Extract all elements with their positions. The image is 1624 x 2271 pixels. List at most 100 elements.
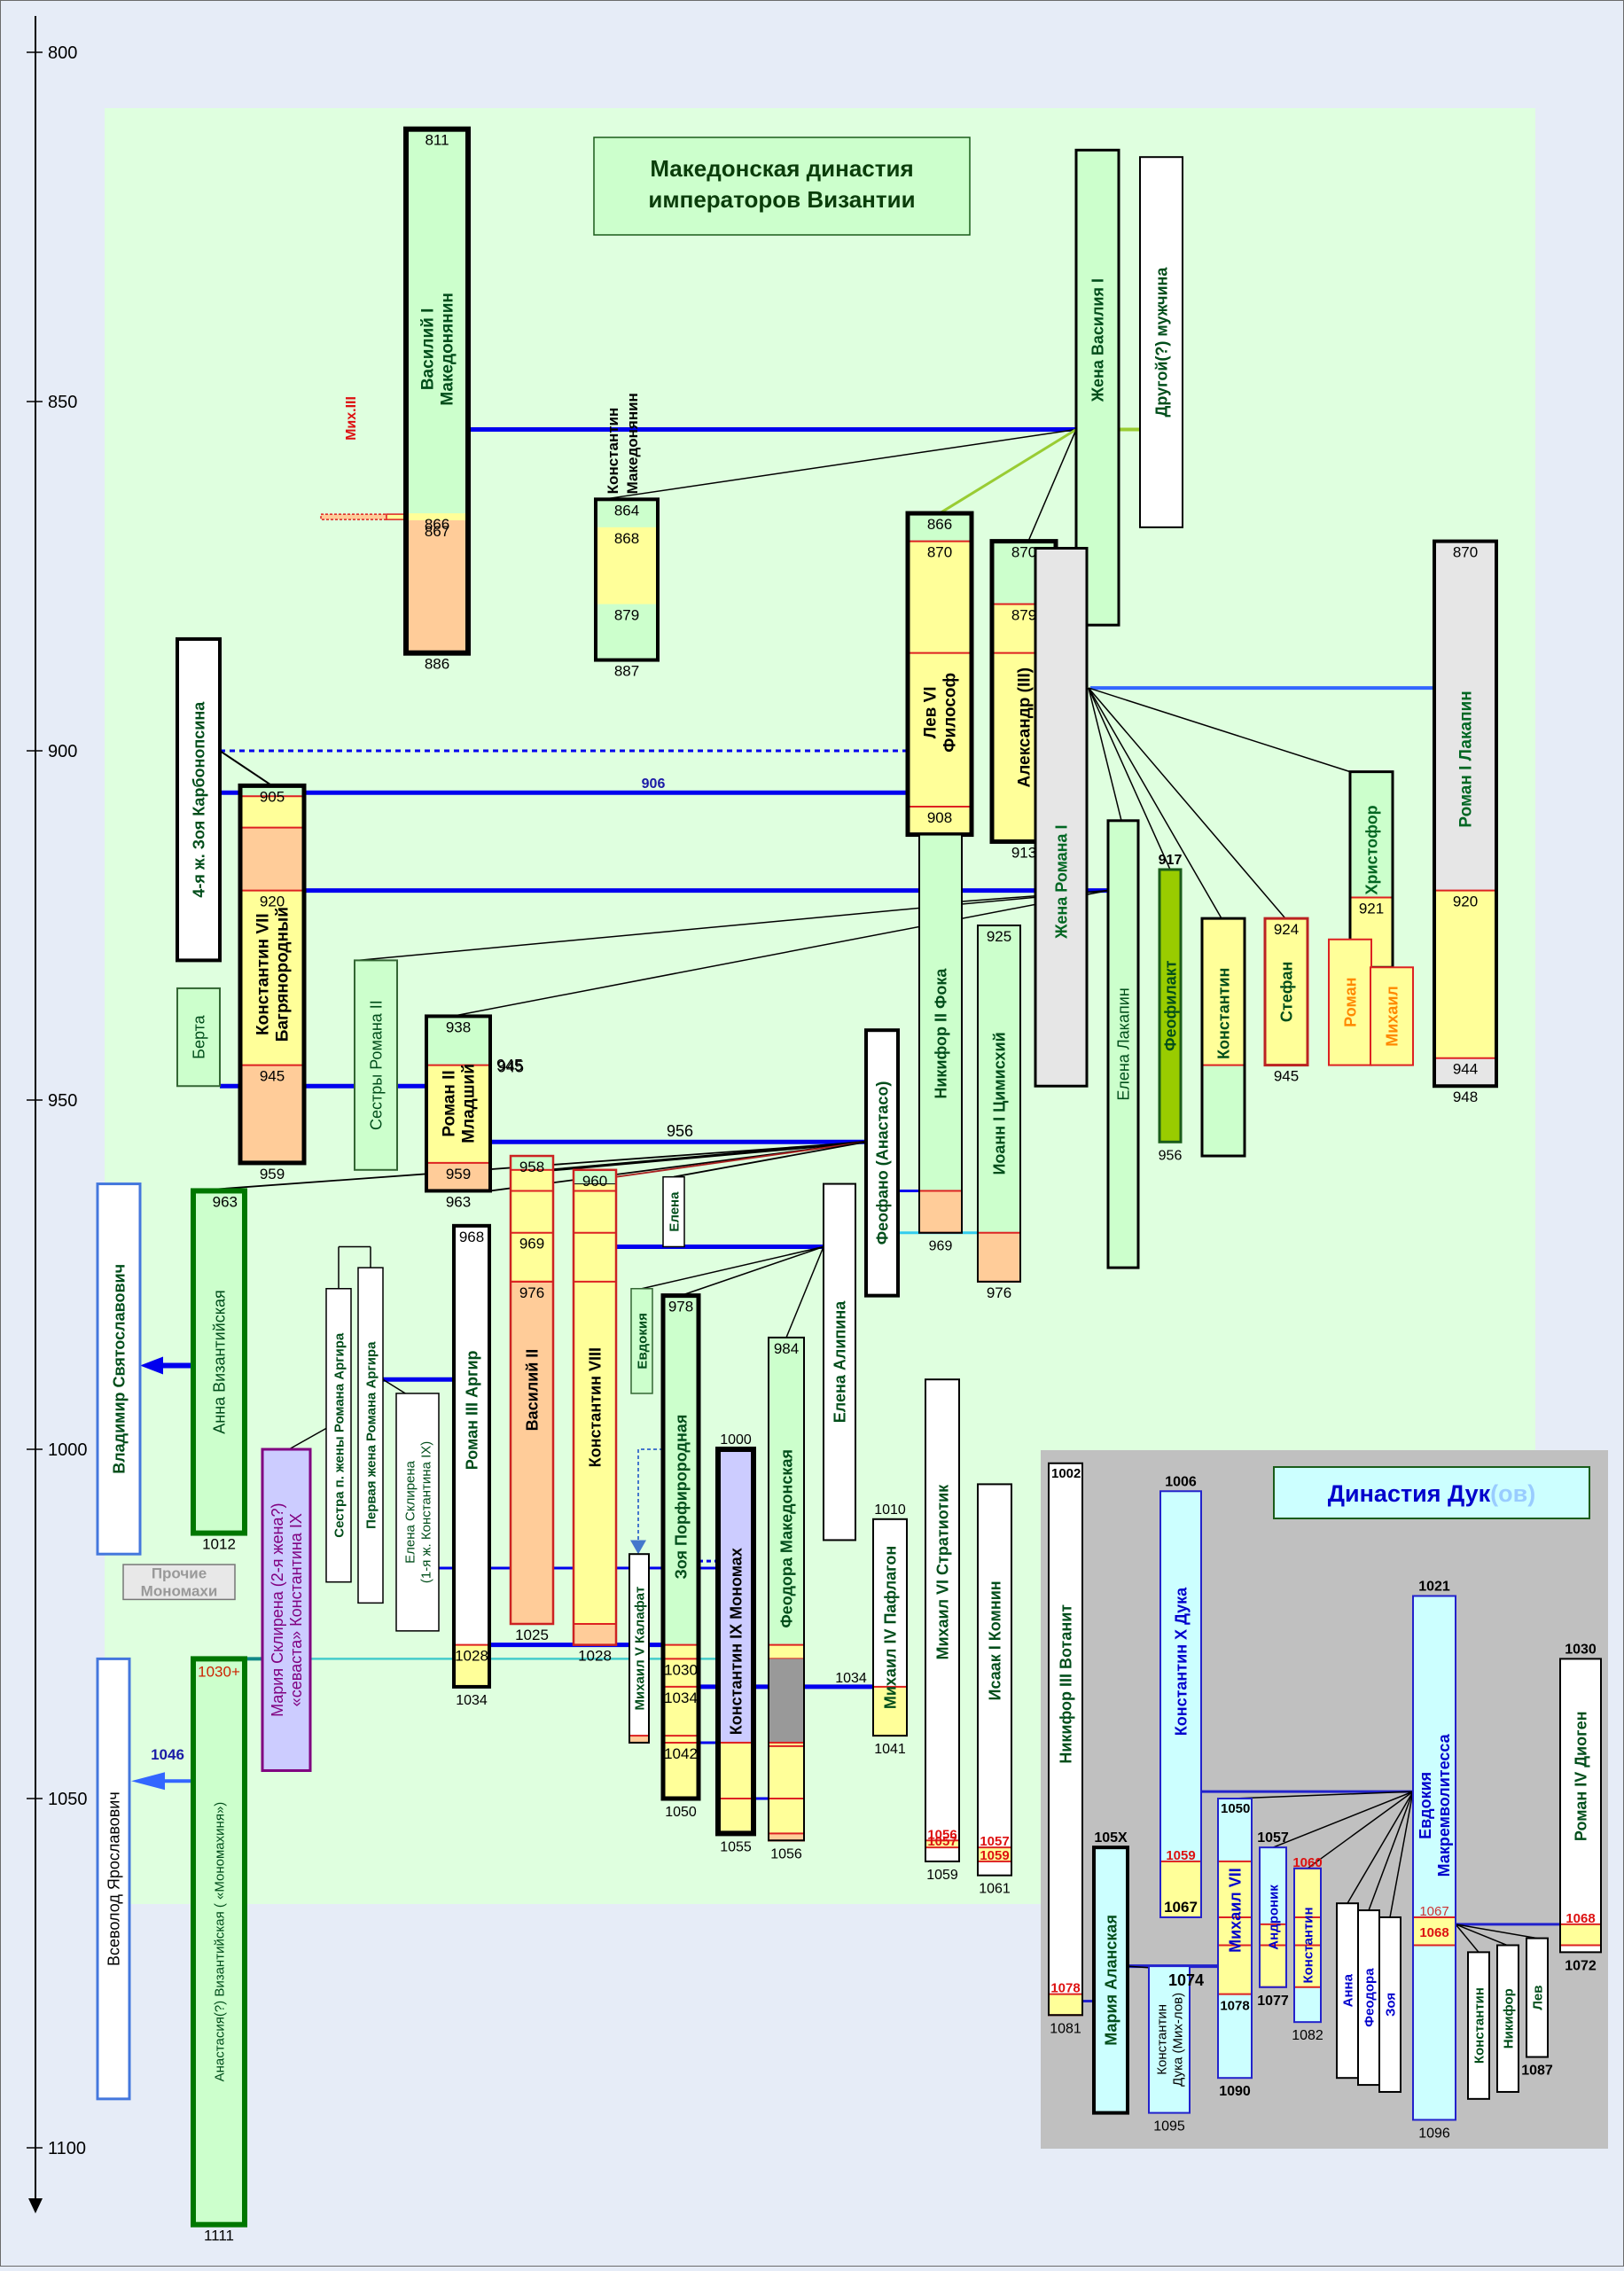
person-name: Феофано (Анастасо)	[873, 1081, 891, 1245]
person-name: Роман II	[441, 1070, 459, 1136]
year-label: 1057	[927, 1834, 956, 1849]
year-label: 1002	[1051, 1466, 1081, 1481]
reign-segment	[769, 1658, 804, 1743]
person-box-border	[1092, 1846, 1129, 2115]
person-name: Первая жена Романа Аргира	[363, 1341, 379, 1529]
person-box-fill	[1049, 1463, 1082, 2016]
person-konst_l: Константин	[1200, 917, 1246, 1158]
reign-segment	[908, 807, 972, 835]
relation-line	[357, 889, 1109, 962]
person-box-border	[629, 1553, 650, 1744]
person-elena_lak: Елена Лакапин	[1106, 819, 1140, 1269]
person-name: Макремволитесса	[1435, 1733, 1453, 1877]
person-name: Мария Склирена (2-я жена?)	[269, 1503, 286, 1717]
person-box-border	[572, 1168, 618, 1646]
person-mariya_skl: Мария Склирена (2-я жена?)«севаста» Конс…	[261, 1448, 312, 1772]
relation-line	[1088, 687, 1122, 821]
person-name: Анастасия(?) Византийская ( «Мономахиня»…	[212, 1802, 227, 2082]
person-name: Константин	[1154, 2004, 1169, 2075]
person-name: Лев VI	[922, 686, 941, 738]
person-name: Василий I	[419, 308, 438, 391]
person-box-fill	[1159, 869, 1181, 1143]
person-name: Константин X Дука	[1172, 1587, 1190, 1736]
person-roman_h: Роман	[1328, 938, 1372, 1066]
person-name: Сестры Романа II	[367, 1000, 385, 1130]
person-box-border	[354, 959, 398, 1171]
year-label: 887	[614, 663, 639, 680]
person-box-fill	[1560, 1658, 1601, 1953]
relation-line	[1272, 1791, 1414, 1848]
person-box-border	[176, 987, 221, 1088]
reign-segment	[1048, 1993, 1083, 2017]
person-name: Феодора	[1362, 1968, 1377, 2027]
title-line-1: Македонская династия	[650, 155, 913, 182]
year-label: 924	[1274, 921, 1299, 938]
reign-segment	[629, 1735, 650, 1744]
person-berta: Берта	[176, 987, 221, 1088]
year-label: 866	[425, 516, 449, 533]
reign-segment	[768, 1643, 805, 1660]
person-name: Елена Лакапин	[1114, 987, 1132, 1100]
year-label: 1030	[664, 1661, 698, 1678]
person-name: Берта	[190, 1014, 207, 1058]
person-zhena_vas: Жена Василия I	[1074, 148, 1120, 627]
person-name: Философ	[941, 673, 960, 753]
person-box-fill	[1149, 1966, 1190, 2113]
year-label: 956	[1159, 1148, 1183, 1163]
person-box-border	[261, 1448, 312, 1772]
reign-segment	[426, 1016, 490, 1065]
reign-segment	[406, 519, 468, 653]
person-box-fill	[1370, 967, 1413, 1065]
relation-line	[680, 1245, 824, 1297]
person-box-border	[1259, 1846, 1287, 1988]
year-label: 1010	[874, 1502, 906, 1518]
person-feodora_d: Феодора	[1357, 1909, 1380, 2087]
year-label: 948	[1453, 1089, 1478, 1105]
reign-segment	[240, 785, 304, 797]
person-name: Мария Аланская	[1102, 1915, 1120, 2046]
reign-segment	[596, 527, 658, 605]
person-box-fill	[1108, 820, 1138, 1268]
year-label: 958	[519, 1159, 544, 1175]
person-box-fill	[355, 960, 397, 1170]
person-box-fill	[98, 1658, 129, 2099]
person-drugoy: Другой(?) мужчина	[1139, 156, 1183, 528]
person-box-border	[823, 1182, 856, 1541]
marriage-year-1034: 1034	[835, 1671, 867, 1686]
person-name: Жена Романа I	[1052, 824, 1070, 939]
person-box-fill	[925, 1379, 959, 1861]
duka-title-suffix: (ов)	[1490, 1480, 1535, 1507]
year-label: 1034	[456, 1693, 488, 1708]
person-box-fill	[978, 1484, 1011, 1876]
person-zoya_karb: 4-я ж. Зоя Карбонопсина	[176, 636, 222, 963]
axis-tick-label: 850	[48, 393, 77, 412]
person-name: 4-я ж. Зоя Карбонопсина	[190, 701, 207, 898]
person-box-border	[768, 1336, 805, 1842]
liaison-line	[939, 428, 1077, 515]
marriage-year-956: 956	[667, 1122, 693, 1140]
year-label: 976	[987, 1284, 1011, 1301]
year-label: 1050	[665, 1805, 697, 1820]
relation-line	[1455, 1924, 1480, 1953]
person-box-fill	[1265, 918, 1308, 1065]
year-label: 1000	[720, 1432, 752, 1448]
year-label: 1095	[1153, 2119, 1185, 2134]
person-box-fill	[1497, 1945, 1519, 2092]
person-box-border	[872, 1518, 908, 1737]
person-name: Зоя	[1383, 1993, 1398, 2017]
year-label: 908	[927, 809, 952, 826]
person-name: «севаста» Константина IX	[287, 1513, 305, 1706]
relation-line	[615, 1141, 867, 1178]
person-name: Исаак I Комнин	[986, 1580, 1003, 1700]
person-box-fill	[1140, 157, 1183, 527]
person-box-border	[660, 1293, 701, 1801]
person-box-border	[918, 833, 963, 1234]
person-box-fill	[1329, 939, 1371, 1065]
